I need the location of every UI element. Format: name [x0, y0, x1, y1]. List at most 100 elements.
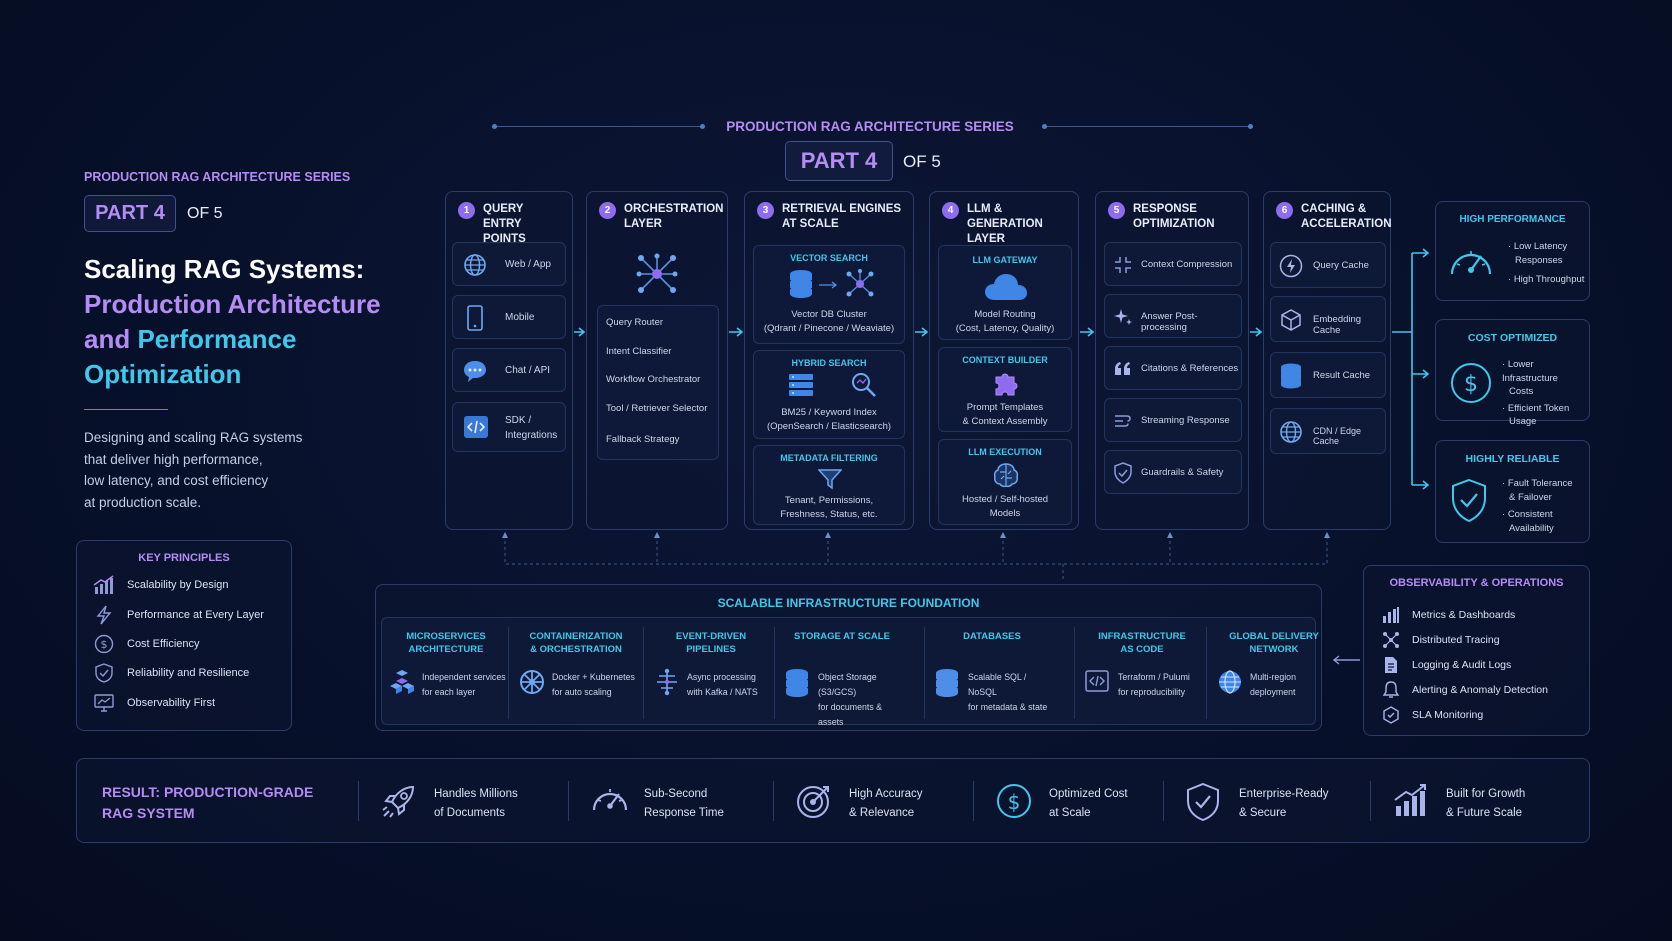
mobile-phone-icon	[467, 305, 483, 331]
principle-label: Reliability and Resilience	[127, 667, 250, 679]
orch-intent-classifier[interactable]: Intent Classifier	[606, 346, 672, 357]
dollar-coin-icon: $	[94, 634, 114, 654]
metadata-filtering-card[interactable]: METADATA FILTERING Tenant, Permissions,F…	[753, 445, 905, 525]
result-separator	[358, 781, 359, 821]
text-line: (OpenSearch / Elasticsearch)	[766, 421, 892, 432]
vector-search-card[interactable]: VECTOR SEARCH Vector DB Cluster(Qdrant /…	[753, 245, 905, 344]
infra-separator	[1206, 627, 1207, 719]
orch-query-router[interactable]: Query Router	[606, 317, 664, 328]
result-item: Built for Growth& Future Scale	[1392, 780, 1582, 824]
outcome-bullet: · Fault Tolerance	[1502, 478, 1573, 489]
result-item: High Accuracy& Relevance	[795, 780, 985, 824]
arrow-1-2	[574, 327, 586, 337]
left-part-badge: PART 4	[84, 195, 176, 232]
arrow-5-6	[1250, 327, 1263, 337]
cache-query[interactable]: Query Cache	[1270, 242, 1386, 288]
text-line: Freshness, Status, etc.	[780, 509, 878, 520]
entry-label: SDK /Integrations	[505, 413, 557, 443]
outcome-bullet: · Low Latency	[1508, 241, 1568, 252]
entry-chat-api[interactable]: Chat / API	[452, 348, 566, 392]
infra-separator	[1074, 627, 1075, 719]
title-line-4: Optimization	[84, 359, 242, 389]
text-line: Model Routing	[974, 309, 1036, 320]
cache-cdn[interactable]: CDN / Edge Cache	[1270, 408, 1386, 454]
code-icon	[464, 416, 488, 438]
compress-icon	[1115, 257, 1131, 273]
resp-answer-postprocessing[interactable]: Answer Post-processing	[1104, 294, 1242, 338]
outcome-title: HIGH PERFORMANCE	[1459, 214, 1566, 225]
column-title: QUERY	[483, 203, 524, 215]
dollar-coin-icon: $	[995, 782, 1033, 820]
hybrid-search-card[interactable]: HYBRID SEARCH BM25 / Keyword Index(OpenS…	[753, 350, 905, 439]
orch-retriever-selector[interactable]: Tool / Retriever Selector	[606, 403, 708, 414]
obs-label: SLA Monitoring	[1412, 709, 1484, 721]
outcome-bullet: Usage	[1509, 416, 1537, 427]
resp-context-compression[interactable]: Context Compression	[1104, 242, 1242, 286]
cache-embedding[interactable]: Embedding Cache	[1270, 296, 1386, 342]
cache-result[interactable]: Result Cache	[1270, 352, 1386, 398]
arrow-obs-to-infra	[1332, 655, 1360, 665]
result-item-text: Enterprise-Ready& Secure	[1239, 788, 1329, 819]
llm-gateway-label: LLM GATEWAY	[972, 255, 1038, 265]
orch-workflow-orchestrator[interactable]: Workflow Orchestrator	[606, 374, 701, 385]
header-series: PRODUCTION RAG ARCHITECTURE SERIES	[726, 119, 1014, 134]
hybrid-search-label: HYBRID SEARCH	[791, 358, 867, 368]
entry-web-app[interactable]: Web / App	[452, 242, 566, 286]
result-bar: RESULT: PRODUCTION-GRADE RAG SYSTEM	[76, 758, 1590, 843]
entry-sdk[interactable]: SDK /Integrations	[452, 402, 566, 452]
title-word-and: and	[84, 324, 131, 354]
cubes-icon	[388, 668, 416, 696]
speedometer-icon	[590, 782, 630, 814]
result-title-line: RESULT: PRODUCTION-GRADE	[102, 784, 314, 800]
title-line-3: and Performance	[84, 322, 414, 357]
outcome-highly-reliable: HIGHLY RELIABLE · Fault Tolerance & Fail…	[1435, 440, 1590, 543]
growth-chart-icon	[1392, 782, 1430, 818]
llm-gateway-card[interactable]: LLM GATEWAY Model Routing(Cost, Latency,…	[938, 245, 1072, 340]
step-number: 1	[458, 202, 475, 219]
result-separator	[568, 781, 569, 821]
outcome-title: COST OPTIMIZED	[1467, 332, 1558, 344]
cache-label: Query Cache	[1313, 260, 1369, 271]
title-line-2: Production Architecture	[84, 289, 381, 319]
column-title: LAYER	[967, 233, 1005, 245]
entry-mobile[interactable]: Mobile	[452, 295, 566, 339]
orch-fallback-strategy[interactable]: Fallback Strategy	[606, 434, 680, 445]
server-rack-icon	[789, 374, 813, 396]
bar-chart-icon	[1383, 607, 1399, 623]
arrow-right-icon	[819, 281, 838, 289]
result-item-text: Built for Growth& Future Scale	[1446, 788, 1526, 819]
cache-label: CDN / Edge Cache	[1313, 426, 1362, 446]
resp-citations[interactable]: Citations & References	[1104, 346, 1242, 390]
shield-check-icon	[1185, 782, 1221, 822]
desc-line: low latency, and cost efficiency	[84, 473, 269, 488]
context-builder-card[interactable]: CONTEXT BUILDER Prompt Templates& Contex…	[938, 347, 1072, 432]
observability-panel: OBSERVABILITY & OPERATIONS Metrics & Das…	[1363, 565, 1590, 736]
resp-label: Citations & References	[1141, 363, 1239, 374]
pipeline-icon	[653, 668, 681, 696]
resp-streaming[interactable]: Streaming Response	[1104, 398, 1242, 442]
resp-guardrails[interactable]: Guardrails & Safety	[1104, 450, 1242, 494]
infra-separator	[924, 627, 925, 719]
monitor-chart-icon	[94, 694, 114, 712]
column-title: ACCELERATION	[1301, 218, 1392, 230]
obs-label: Distributed Tracing	[1412, 634, 1500, 646]
svg-text:$: $	[101, 638, 108, 651]
tracing-icon	[1383, 632, 1399, 648]
